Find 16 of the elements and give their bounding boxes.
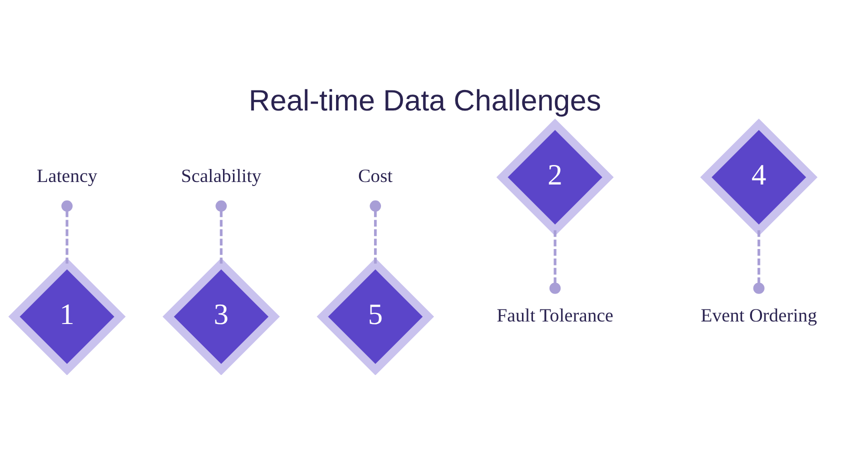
connector xyxy=(61,200,73,264)
node-text: Cost xyxy=(358,166,393,187)
node-diamond: 2 xyxy=(496,118,614,236)
node-text: Event Ordering xyxy=(700,305,817,326)
node-diamond: 4 xyxy=(700,118,818,236)
connector xyxy=(549,230,561,294)
node-text: Fault Tolerance xyxy=(496,305,614,326)
diagram-title: Real-time Data Challenges xyxy=(248,84,602,117)
connector xyxy=(216,200,227,264)
node-text: Scalability xyxy=(181,166,262,187)
node-text: Latency xyxy=(36,166,98,187)
node-diamond: 3 xyxy=(162,258,280,374)
connector xyxy=(370,200,382,264)
connector xyxy=(753,230,764,294)
node-diamond: 5 xyxy=(316,258,434,374)
node-diamond: 1 xyxy=(8,258,126,374)
